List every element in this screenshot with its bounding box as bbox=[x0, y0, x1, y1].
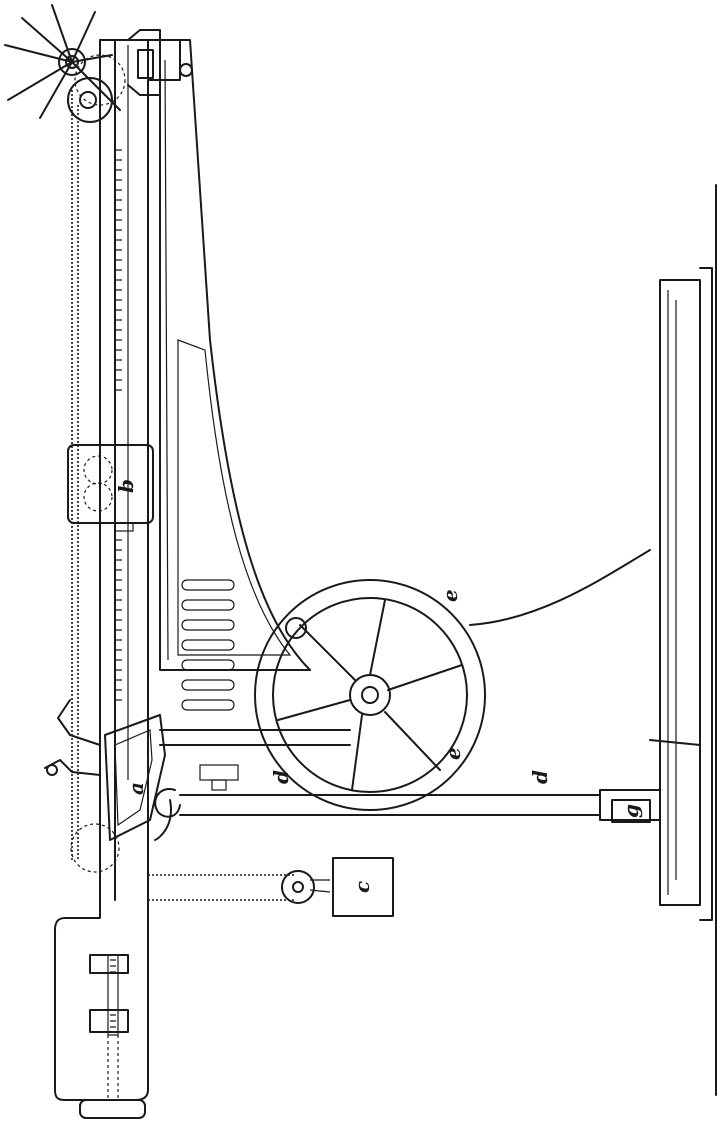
large-wheel bbox=[254, 579, 486, 811]
label-e-bottom: e bbox=[441, 747, 465, 760]
label-a: a bbox=[124, 782, 148, 795]
top-mechanism bbox=[4, 4, 193, 123]
main-column bbox=[99, 39, 149, 901]
hanging-chain bbox=[71, 90, 79, 860]
bed-frame bbox=[469, 184, 717, 1096]
pulley-weight-c bbox=[148, 857, 394, 917]
label-g: g bbox=[619, 804, 643, 818]
lower-housing bbox=[54, 899, 149, 1119]
label-d-lower: d bbox=[528, 770, 552, 784]
label-b: b bbox=[114, 479, 138, 493]
rod-d bbox=[154, 788, 661, 841]
label-c: c bbox=[350, 881, 374, 893]
slide-block-b bbox=[67, 444, 154, 532]
tapered-bracket bbox=[159, 39, 351, 791]
label-d-upper: d bbox=[269, 770, 293, 784]
clamp-a bbox=[44, 699, 166, 873]
label-e-top: e bbox=[438, 589, 462, 602]
